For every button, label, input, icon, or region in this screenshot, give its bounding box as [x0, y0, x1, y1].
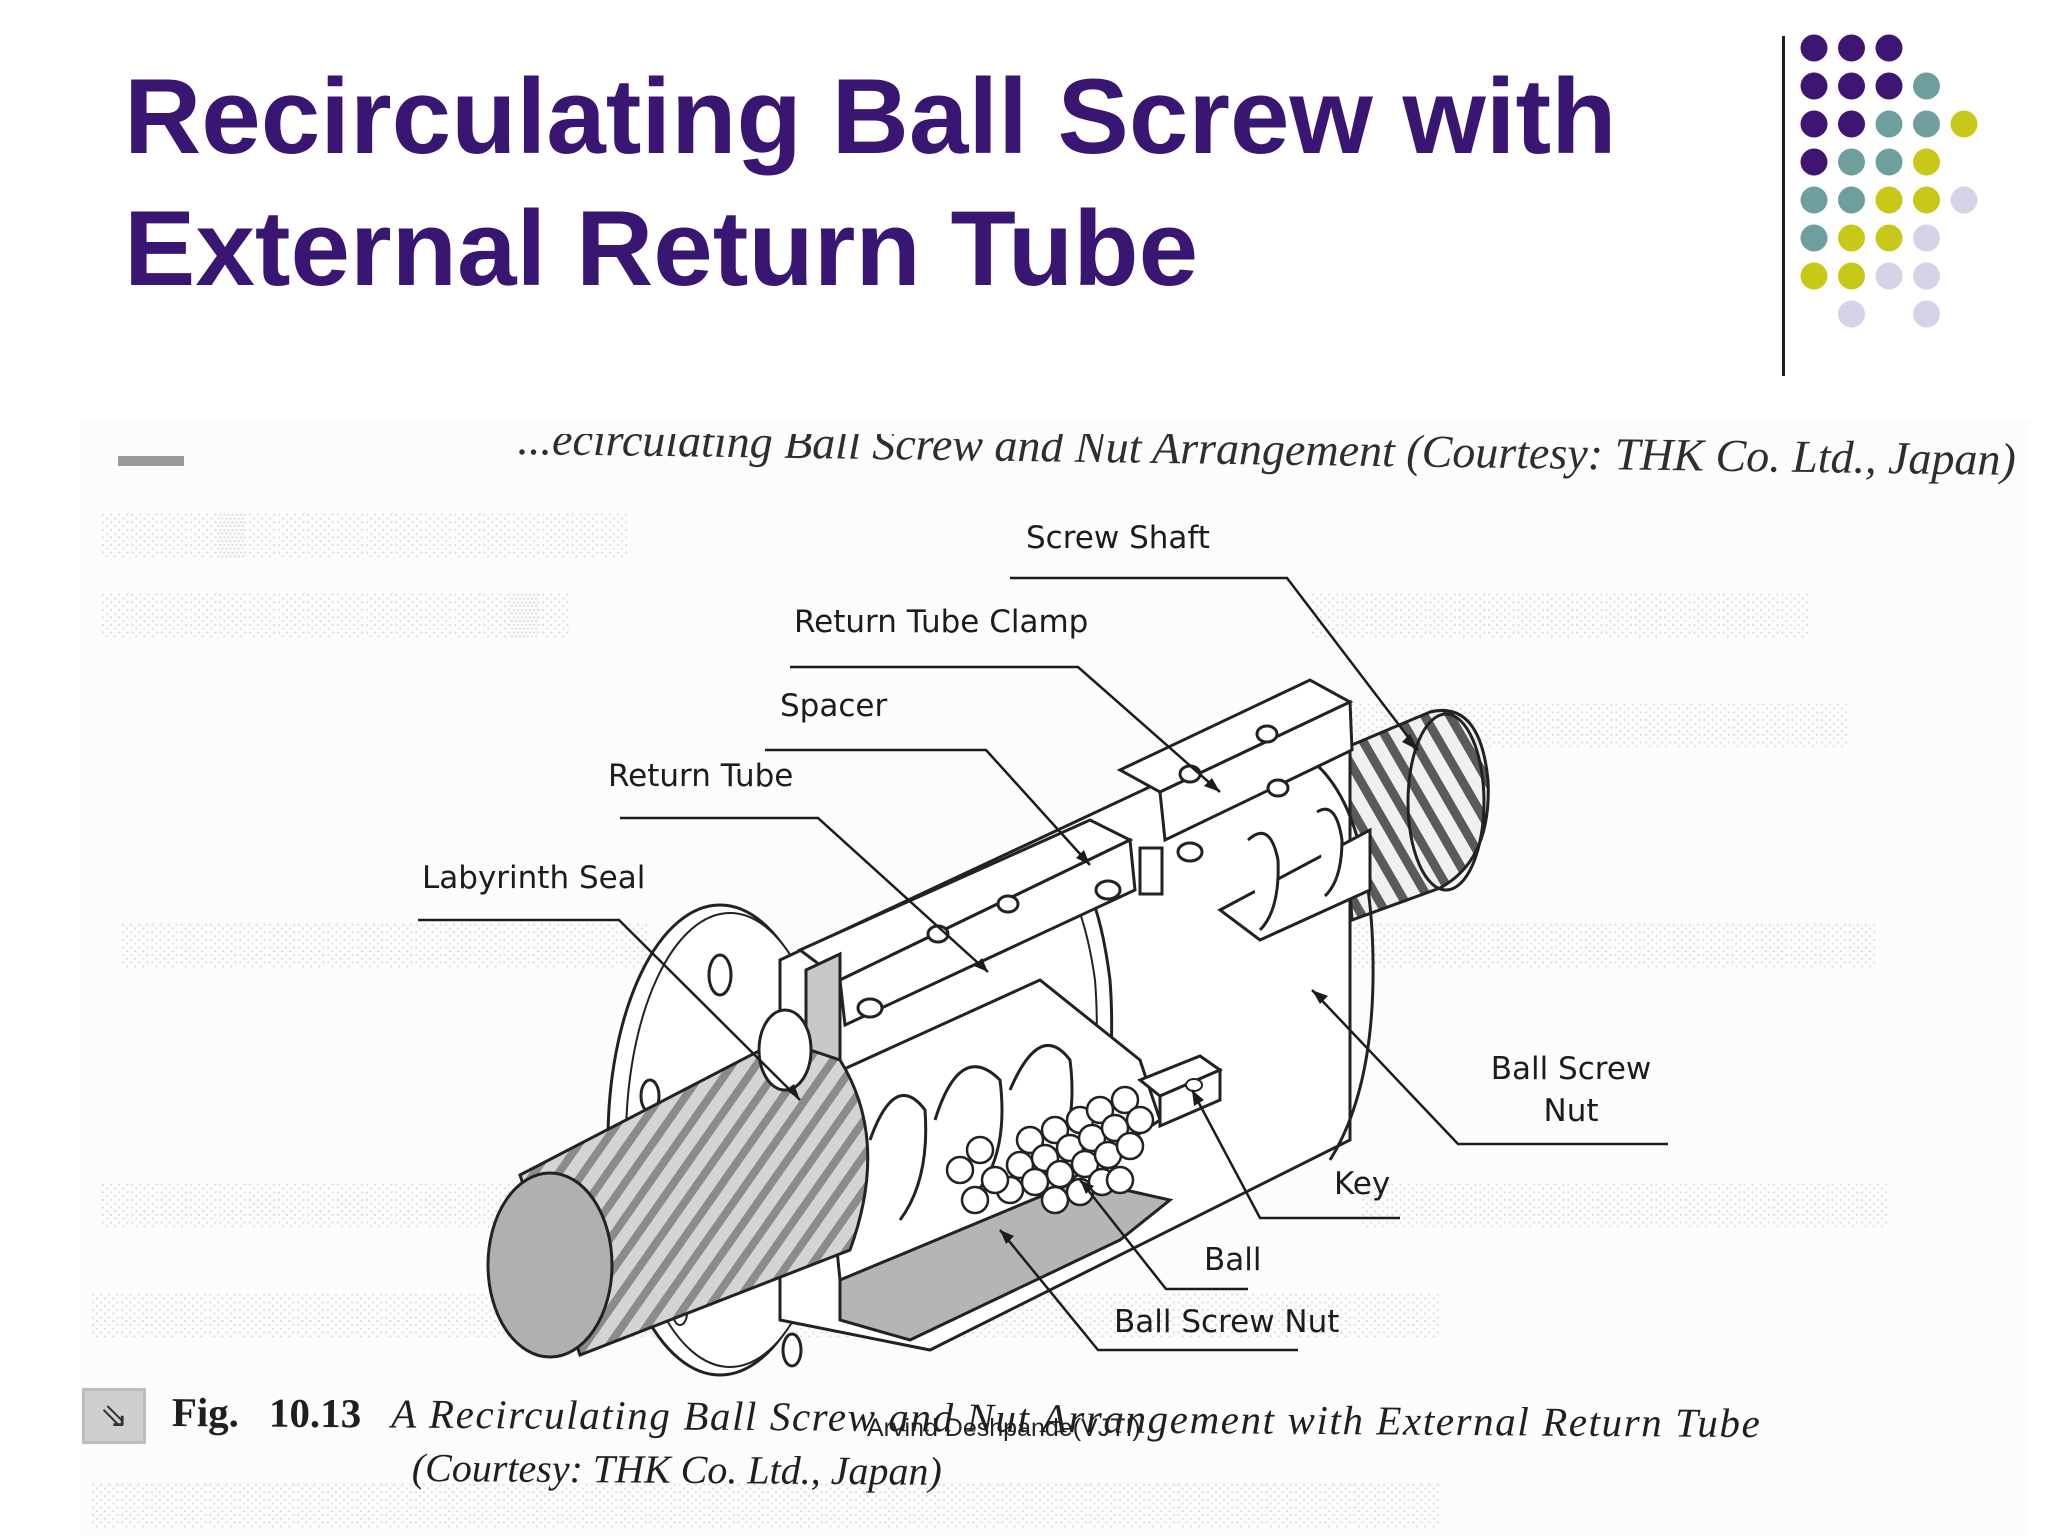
ball	[1115, 1131, 1145, 1161]
decorative-dot	[1913, 110, 1940, 138]
decorative-dot	[1913, 72, 1940, 100]
leader-screw-shaft	[1010, 576, 1419, 751]
label-spacer: Spacer	[780, 688, 888, 724]
ball	[965, 1135, 995, 1165]
ball-cluster	[945, 1085, 1155, 1215]
leader-labyrinth-seal	[418, 918, 801, 1101]
decorative-dot	[1800, 148, 1828, 176]
decorative-dot	[1800, 186, 1828, 214]
label-key: Key	[1334, 1166, 1391, 1202]
scanned-figure-area: ░░░░▒░░░░░░░░░░░░░ ░░░░░░░░░░░░░░▒░ ░░░░…	[80, 420, 2030, 1536]
figure-caption-courtesy: (Courtesy: THK Co. Ltd., Japan)	[411, 1445, 942, 1494]
decorative-dot	[1838, 224, 1865, 252]
key-part	[1137, 1054, 1224, 1129]
ball	[1085, 1095, 1115, 1125]
label-ball-screw-nut-bottom: Ball Screw Nut	[1114, 1304, 1340, 1340]
leader-key	[1190, 1089, 1400, 1220]
slide-footer: Arvind Deshpande(VJTI)	[867, 1414, 1141, 1442]
decorative-dot	[1838, 148, 1865, 176]
caption-arrow-icon: ⇘	[82, 1388, 146, 1444]
decorative-dot	[1913, 300, 1940, 328]
ball	[945, 1155, 975, 1185]
ball	[980, 1165, 1010, 1195]
leader-spacer	[765, 748, 1091, 866]
screw-shaft-left	[486, 1008, 870, 1359]
decorative-dot	[1800, 110, 1828, 138]
decorative-dot	[1800, 224, 1828, 252]
decorative-dot	[1875, 72, 1903, 100]
decorative-dot	[1838, 34, 1865, 62]
ball	[1015, 1125, 1045, 1155]
decorative-dot	[1875, 224, 1903, 252]
slide-title: Recirculating Ball Screw with External R…	[124, 50, 1724, 314]
decorative-dot	[1875, 262, 1903, 290]
leader-return-tube	[620, 816, 989, 973]
decorative-dot	[1875, 110, 1903, 138]
ball	[1020, 1167, 1050, 1197]
decorative-dot	[1838, 72, 1865, 100]
leader-arrowheads	[786, 734, 1418, 1244]
slide-title-line-2: External Return Tube	[124, 188, 1199, 308]
label-return-tube: Return Tube	[608, 758, 794, 794]
caption-number: 10.13	[268, 1389, 362, 1437]
slide-title-line-1: Recirculating Ball Screw with	[124, 56, 1617, 176]
label-ball-screw-nut-right: Ball Screw Nut	[1476, 1048, 1666, 1132]
decorative-dot	[1950, 110, 1978, 138]
leader-ball-screw-nut-bottom	[999, 1229, 1298, 1352]
ball	[1040, 1115, 1070, 1145]
return-tube-assembly	[797, 678, 1372, 1028]
caption-fig: Fig.	[171, 1389, 240, 1436]
leader-return-tube-clamp	[790, 665, 1221, 793]
decorative-dot	[1800, 72, 1828, 100]
decorative-dot	[1838, 110, 1865, 138]
decorative-dot	[1913, 262, 1940, 290]
label-screw-shaft: Screw Shaft	[1026, 520, 1210, 556]
decorative-dot	[1913, 224, 1940, 252]
label-return-tube-clamp: Return Tube Clamp	[794, 604, 1089, 640]
ball-screw-drawing	[418, 576, 1668, 1377]
ball	[960, 1185, 990, 1215]
decorative-dot	[1838, 262, 1865, 290]
label-labyrinth-seal: Labyrinth Seal	[422, 860, 646, 896]
leader-lines	[418, 576, 1668, 1352]
cutaway-section	[818, 978, 1174, 1342]
leader-ball	[1079, 1179, 1248, 1291]
label-ball: Ball	[1204, 1242, 1262, 1278]
leader-ball-screw-nut-right	[1311, 989, 1668, 1146]
decorative-dot	[1800, 262, 1828, 290]
decorative-dot	[1800, 34, 1828, 62]
ball	[1110, 1085, 1140, 1115]
label-ball-screw-nut-right-line-1: Ball Screw	[1490, 1051, 1652, 1087]
screw-shaft-right	[1338, 709, 1490, 923]
decorative-dot	[1838, 300, 1865, 328]
ball	[1100, 1113, 1130, 1143]
title-divider	[1782, 36, 1785, 376]
ball	[1105, 1165, 1135, 1195]
decorative-dot	[1875, 34, 1903, 62]
decorative-dot	[1913, 186, 1940, 214]
label-ball-screw-nut-right-line-2: Nut	[1543, 1093, 1599, 1129]
decorative-dot	[1913, 148, 1940, 176]
ball	[1040, 1185, 1070, 1215]
decorative-dot	[1875, 148, 1903, 176]
decorative-dot	[1838, 186, 1865, 214]
decorative-dot-grid	[1800, 34, 1978, 328]
decorative-dot	[1875, 186, 1903, 214]
headline-mark	[118, 456, 184, 466]
ball	[1125, 1105, 1155, 1135]
decorative-dot	[1950, 186, 1978, 214]
